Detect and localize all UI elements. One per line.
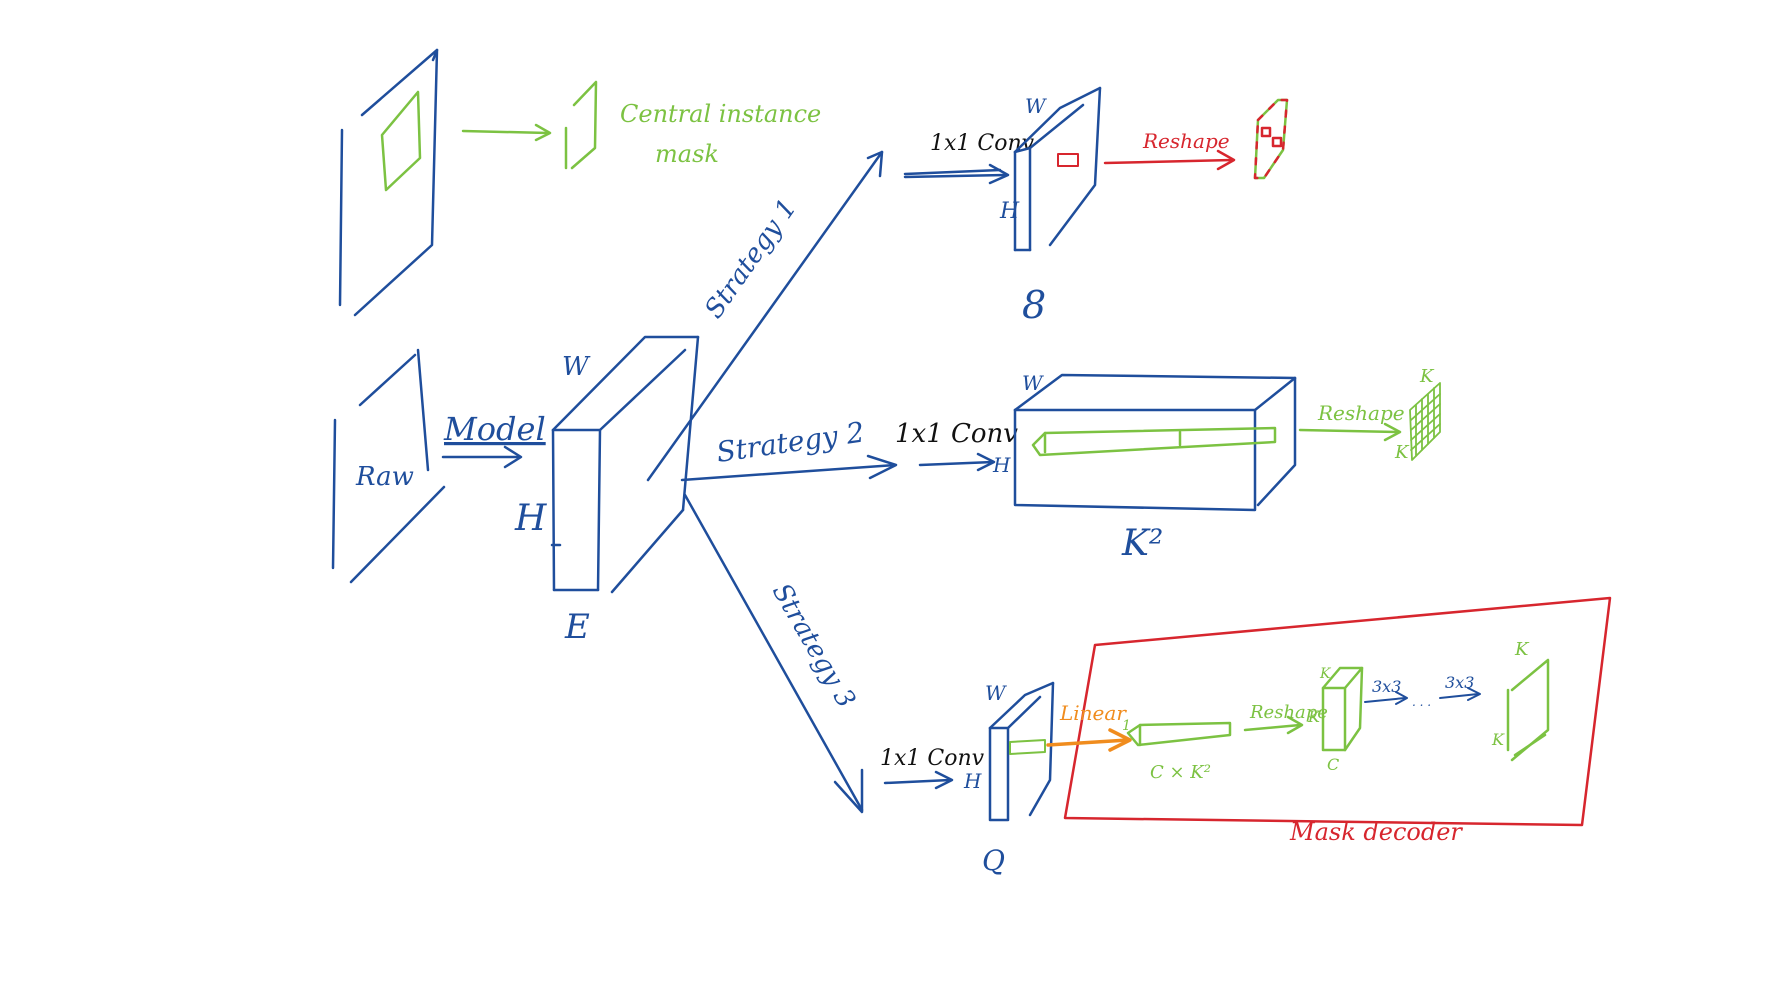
strategy1-arrow [646,150,884,482]
feature-depth-label: E [564,607,590,647]
strategy2-h-label: H [992,453,1011,477]
strategy3-conv-label: 1x1 Conv [880,746,985,771]
strategy3-volume [988,681,1055,822]
strategy3-output-mask [1506,658,1550,762]
strategy1-output-mask [1253,98,1289,180]
strategy3-vector [1126,721,1232,747]
strategy2-reshape-arrow [1298,422,1402,442]
strategy1-reshape-arrow [1103,149,1236,171]
strategy3-slice [1009,739,1046,755]
conv-a-arrow [1364,691,1408,705]
strategy3-arrow [683,493,864,814]
cube-k-top: K [1319,666,1332,682]
model-label: Model [443,410,546,448]
strategy2-out-w-label: K [1419,366,1435,387]
strategy1-h-label: H [999,199,1020,224]
strategy1-w-label: W [1025,94,1047,118]
conv-b-arrow [1439,687,1481,701]
strategy3-h-label: H [963,769,982,793]
top-inner-mask [380,90,422,192]
strategy1-volume [1013,86,1102,252]
feature-volume [550,335,700,594]
strategy1-conv-label: 1x1 Conv [930,131,1035,156]
top-arrow [461,123,552,142]
strategy3-conv-arrow [883,770,954,790]
strategy3-cube [1321,666,1364,752]
out-k-side: K [1491,730,1505,749]
strategy2-vector [1031,426,1277,457]
conv-dots: . . . [1412,695,1431,709]
top-mask-output [564,80,598,170]
linear-arrow [1046,728,1132,752]
strategy3-w-label: W [985,681,1007,705]
strategy2-label: Strategy 2 [714,416,866,469]
strategy2-reshape-label: Reshape [1317,401,1405,425]
raw-image-label: Raw [355,462,414,492]
linear-label: Linear [1059,701,1127,725]
strategy2-arrow [680,454,898,482]
cube-k-side: K [1307,707,1321,726]
vector-label: C × K² [1150,762,1211,783]
strategy1-label: Strategy 1 [699,194,803,324]
conv-a-label: 3x3 [1372,677,1401,696]
strategy2-w-label: W [1022,371,1044,395]
strategy1-highlight-cell [1057,153,1079,167]
strategy1-reshape-label: Reshape [1142,129,1230,153]
cube-c-label: C [1327,755,1339,774]
conv-b-label: 3x3 [1445,673,1474,692]
strategy1-conv-arrow [903,163,1010,185]
raw-image [331,348,446,584]
out-k-top: K [1514,639,1530,660]
strategy2-depth-label: K² [1121,523,1163,564]
strategy2-output-grid [1409,382,1441,461]
top-input-image [338,48,439,317]
feature-w-label: W [562,352,591,382]
strategy3-reshape-label: Reshape [1249,702,1328,723]
strategy2-volume [1013,373,1297,512]
strategy2-conv-label: 1x1 Conv [895,419,1018,449]
mask-decoder-label: Mask decoder [1289,818,1463,846]
strategy3-depth-label: Q [982,844,1005,877]
top-mask-label-line2: mask [655,140,719,168]
strategy3-reshape-arrow [1243,715,1304,735]
strategy2-conv-arrow [918,452,996,472]
strategy2-out-h-label: K [1394,442,1410,463]
feature-h-label: H [514,498,547,539]
vector-start-label: 1 [1122,718,1131,734]
top-mask-label-line1: Central instance [620,100,821,128]
strategy3-label: Strategy 3 [766,579,861,714]
model-arrow [441,445,523,469]
strategy1-depth-label: 8 [1022,283,1046,327]
mask-decoder-box [1063,596,1612,827]
